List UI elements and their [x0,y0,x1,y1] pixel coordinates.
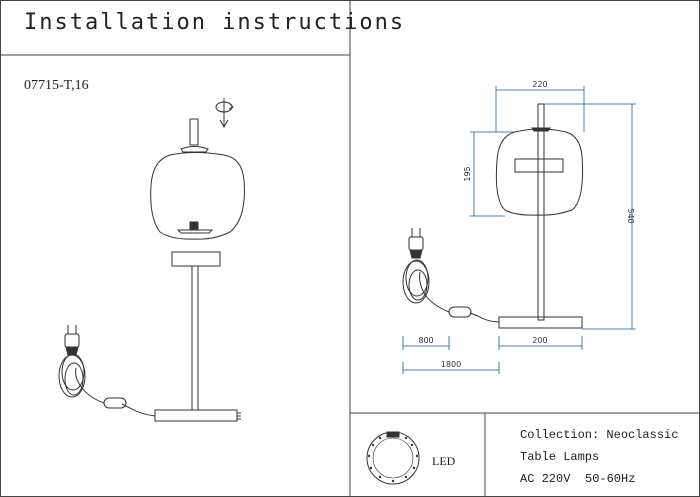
glass-shade-part [150,152,245,240]
dim-total-height: 540 [626,208,635,223]
light-source-label: LED [432,454,456,468]
dimension-lamp-diagram [402,103,583,329]
frequency-label: 50-60Hz [585,472,636,486]
page-title: Installation instructions [24,10,406,35]
connector-part [189,221,199,230]
power-cord [121,403,156,417]
middle-disc-part [171,251,221,267]
voltage-label: AC 220V [520,472,571,486]
cord-coil [58,353,86,398]
exploded-lamp-diagram [58,98,245,422]
pole-part [191,265,199,411]
dimension-lines [402,86,636,374]
category-label: Table Lamps [520,450,600,464]
dim-width-top: 220 [532,80,547,89]
dim-shade-height: 195 [463,166,472,181]
dim-cord-length: 1800 [441,360,461,369]
base-part [154,409,238,422]
rotate-arrow-icon [215,98,234,129]
led-ring-icon [366,431,420,485]
inline-switch [103,397,127,409]
dimension-labels: 220 195 540 200 800 1800 [418,80,635,369]
dim-switch-cord: 800 [418,336,433,345]
top-rod-part [189,118,199,146]
dim-base-width: 200 [532,336,547,345]
top-cap-part [180,146,209,153]
collection-label: Collection: Neoclassic [520,428,679,442]
model-number: 07715-T,16 [24,78,89,93]
plug-icon [64,325,80,356]
